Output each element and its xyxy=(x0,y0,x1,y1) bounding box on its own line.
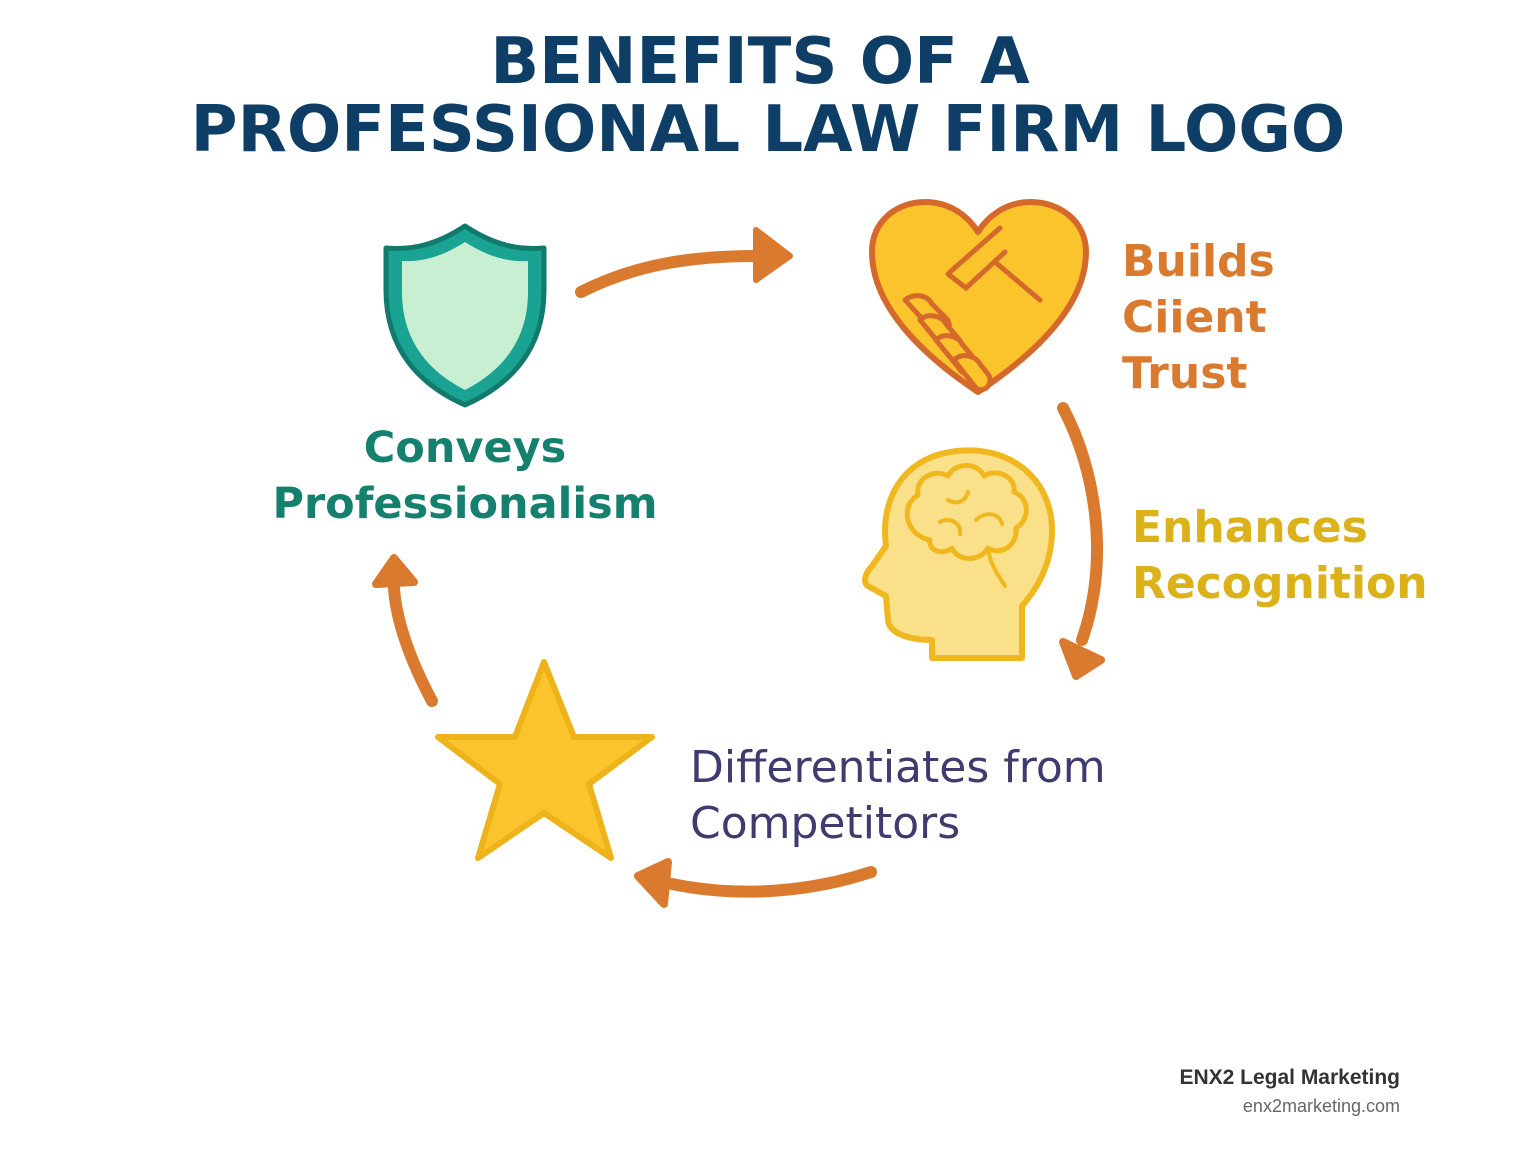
title-line-1: BENEFITS OF A xyxy=(490,25,1030,99)
label-trust-line-1: Builds xyxy=(1122,236,1275,287)
arrow-differentiation-to-star xyxy=(634,858,877,908)
label-differentiation: Differentiates from Competitors xyxy=(690,740,1106,852)
head-brain-icon xyxy=(862,447,1055,661)
label-professionalism: Conveys Professionalism xyxy=(250,420,680,532)
label-trust-line-2: Ciient xyxy=(1122,292,1267,343)
arrow-trust-to-recognition xyxy=(1057,402,1105,680)
page-title: BENEFITS OF A PROFESSIONAL LAW FIRM LOGO xyxy=(0,28,1536,164)
label-recognition-line-2: Recognition xyxy=(1132,558,1428,609)
arrow-professionalism-to-trust xyxy=(575,227,793,298)
handshake-heart-icon xyxy=(869,199,1089,395)
label-professionalism-line-1: Conveys xyxy=(363,423,567,473)
footer-brand: ENX2 Legal Marketing xyxy=(1179,1066,1400,1089)
label-recognition-line-1: Enhances xyxy=(1132,502,1368,553)
title-line-2: PROFESSIONAL LAW FIRM LOGO xyxy=(190,93,1346,167)
label-differentiation-line-1: Differentiates from xyxy=(690,742,1106,793)
footer-credit: ENX2 Legal Marketing enx2marketing.com xyxy=(1179,1064,1400,1120)
footer-url: enx2marketing.com xyxy=(1242,1096,1400,1116)
label-recognition: Enhances Recognition xyxy=(1132,500,1428,612)
arrow-star-to-professionalism xyxy=(372,554,438,707)
label-trust-line-3: Trust xyxy=(1122,348,1248,399)
label-differentiation-line-2: Competitors xyxy=(690,798,961,849)
label-professionalism-line-2: Professionalism xyxy=(272,479,658,529)
star-icon xyxy=(435,659,655,861)
shield-icon xyxy=(383,223,547,408)
label-trust: Builds Ciient Trust xyxy=(1122,234,1275,402)
